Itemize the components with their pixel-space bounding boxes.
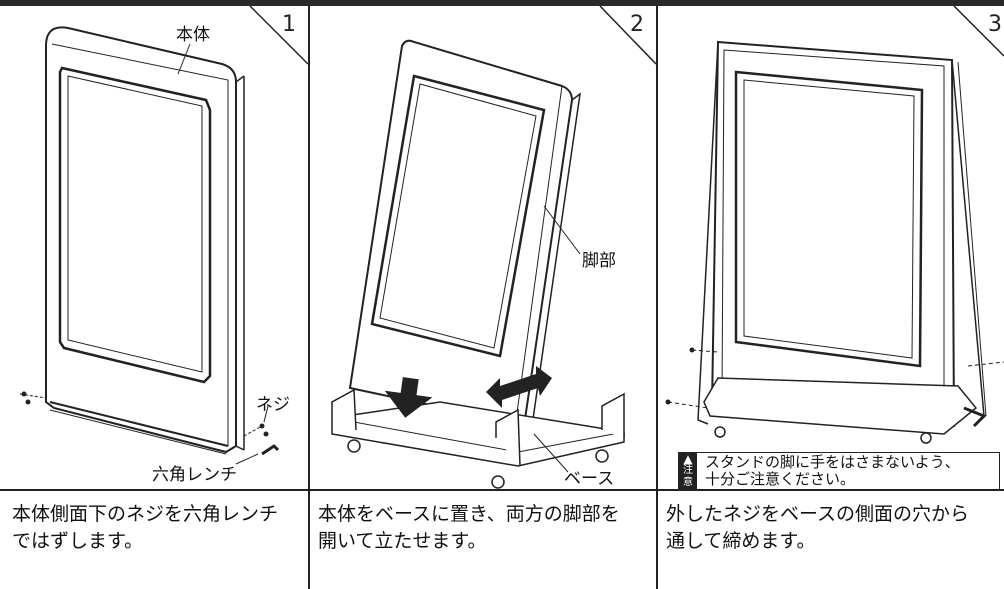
step-3-illustration bbox=[665, 6, 1004, 444]
base-bracket-front bbox=[495, 408, 521, 467]
frame-inner-edge bbox=[515, 85, 563, 421]
base-bracket-right bbox=[601, 392, 625, 438]
step-number: 2 bbox=[630, 12, 644, 37]
bottom-bar bbox=[49, 401, 229, 447]
screw-guide-right bbox=[243, 425, 263, 437]
screw-icon bbox=[665, 399, 671, 405]
step-3-panel: 3 ▲ 注意 スタンドの脚に手をはさまないよう、 十分ご注意ください。 bbox=[658, 6, 1004, 491]
caution-notice: ▲ 注意 スタンドの脚に手をはさまないよう、 十分ご注意ください。 bbox=[678, 452, 1000, 489]
warning-icon: ▲ bbox=[683, 452, 693, 466]
corner-divider bbox=[599, 6, 656, 65]
step-1-illustration bbox=[19, 6, 308, 465]
label-wrench: 六角レンチ bbox=[152, 465, 237, 485]
caster-icon bbox=[491, 475, 505, 489]
base-plate bbox=[703, 377, 978, 435]
screw-icon bbox=[263, 431, 269, 437]
leader-wrench bbox=[235, 453, 259, 465]
poster-window-inner bbox=[379, 83, 537, 349]
leader-body bbox=[177, 43, 191, 75]
caster-icon bbox=[920, 432, 932, 444]
screw-guide-left bbox=[667, 401, 709, 409]
caption-line: 本体側面下のネジを六角レンチ bbox=[12, 503, 279, 525]
down-arrow-icon bbox=[384, 377, 433, 418]
caution-badge-text: 注意 bbox=[683, 465, 693, 488]
screw-icon bbox=[259, 423, 265, 429]
frame-inner-edge bbox=[51, 43, 229, 446]
step-2-caption: 本体をベースに置き、両方の脚部を 開いて立たせます。 bbox=[310, 491, 658, 589]
label-screw: ネジ bbox=[256, 395, 290, 415]
frame-side bbox=[235, 75, 245, 83]
open-arrow-icon bbox=[486, 366, 552, 408]
screw-guide-left-upper bbox=[691, 349, 719, 353]
caption-line: 開いて立たせます。 bbox=[318, 530, 487, 552]
back-leg-edge bbox=[957, 61, 987, 417]
caution-line-1: スタンドの脚に手をはさまないよう、 bbox=[705, 453, 960, 471]
base-bracket-left bbox=[331, 388, 357, 431]
poster-window-inner bbox=[743, 79, 915, 359]
step-2-illustration bbox=[331, 6, 656, 489]
screw-guide-right bbox=[967, 361, 1004, 367]
caption-line: ではずします。 bbox=[12, 530, 144, 552]
caption-line: 通して締めます。 bbox=[666, 530, 816, 552]
base-plate bbox=[331, 401, 625, 467]
hex-wrench-icon bbox=[261, 444, 280, 456]
caption-line: 外したネジをベースの側面の穴から bbox=[666, 503, 970, 525]
screw-guide-left bbox=[19, 393, 47, 399]
leader-base bbox=[533, 433, 569, 473]
leader-leg bbox=[543, 205, 581, 255]
frame-side-bottom bbox=[235, 445, 245, 451]
corner-divider bbox=[249, 6, 308, 65]
caution-line-2: 十分ご注意ください。 bbox=[705, 470, 856, 488]
back-leg-right bbox=[951, 59, 985, 423]
hex-wrench-icon bbox=[963, 406, 987, 428]
screw-icon bbox=[25, 399, 31, 405]
caster-icon bbox=[595, 449, 609, 463]
step-1-panel: 1 本体 ネジ 六角レンチ bbox=[0, 6, 310, 491]
poster-window-inner bbox=[67, 75, 203, 373]
step-2-panel: 2 脚部 ベース bbox=[310, 6, 658, 491]
step-3-caption: 外したネジをベースの側面の穴から 通して締めます。 bbox=[658, 491, 1004, 589]
screw-icon bbox=[21, 391, 27, 397]
label-leg: 脚部 bbox=[582, 251, 616, 271]
step-number: 3 bbox=[988, 12, 1002, 37]
leader-screw bbox=[263, 405, 269, 423]
poster-window bbox=[58, 66, 212, 384]
label-body: 本体 bbox=[176, 25, 210, 45]
poster-window bbox=[734, 70, 924, 368]
poster-window bbox=[370, 74, 546, 358]
caster-icon bbox=[714, 426, 726, 438]
bottom-bar-edge bbox=[49, 409, 227, 455]
caption-line: 本体をベースに置き、両方の脚部を bbox=[318, 503, 620, 525]
label-base: ベース bbox=[564, 469, 615, 489]
top-border bbox=[0, 0, 1004, 6]
caution-badge: ▲ 注意 bbox=[679, 453, 697, 489]
screw-icon bbox=[689, 347, 695, 353]
step-number: 1 bbox=[282, 12, 296, 37]
caution-text: スタンドの脚に手をはさまないよう、 十分ご注意ください。 bbox=[705, 454, 960, 488]
back-leg-left bbox=[697, 41, 719, 425]
step-1-caption: 本体側面下のネジを六角レンチ ではずします。 bbox=[0, 491, 310, 589]
corner-divider bbox=[953, 6, 1004, 57]
caster-icon bbox=[347, 439, 361, 453]
